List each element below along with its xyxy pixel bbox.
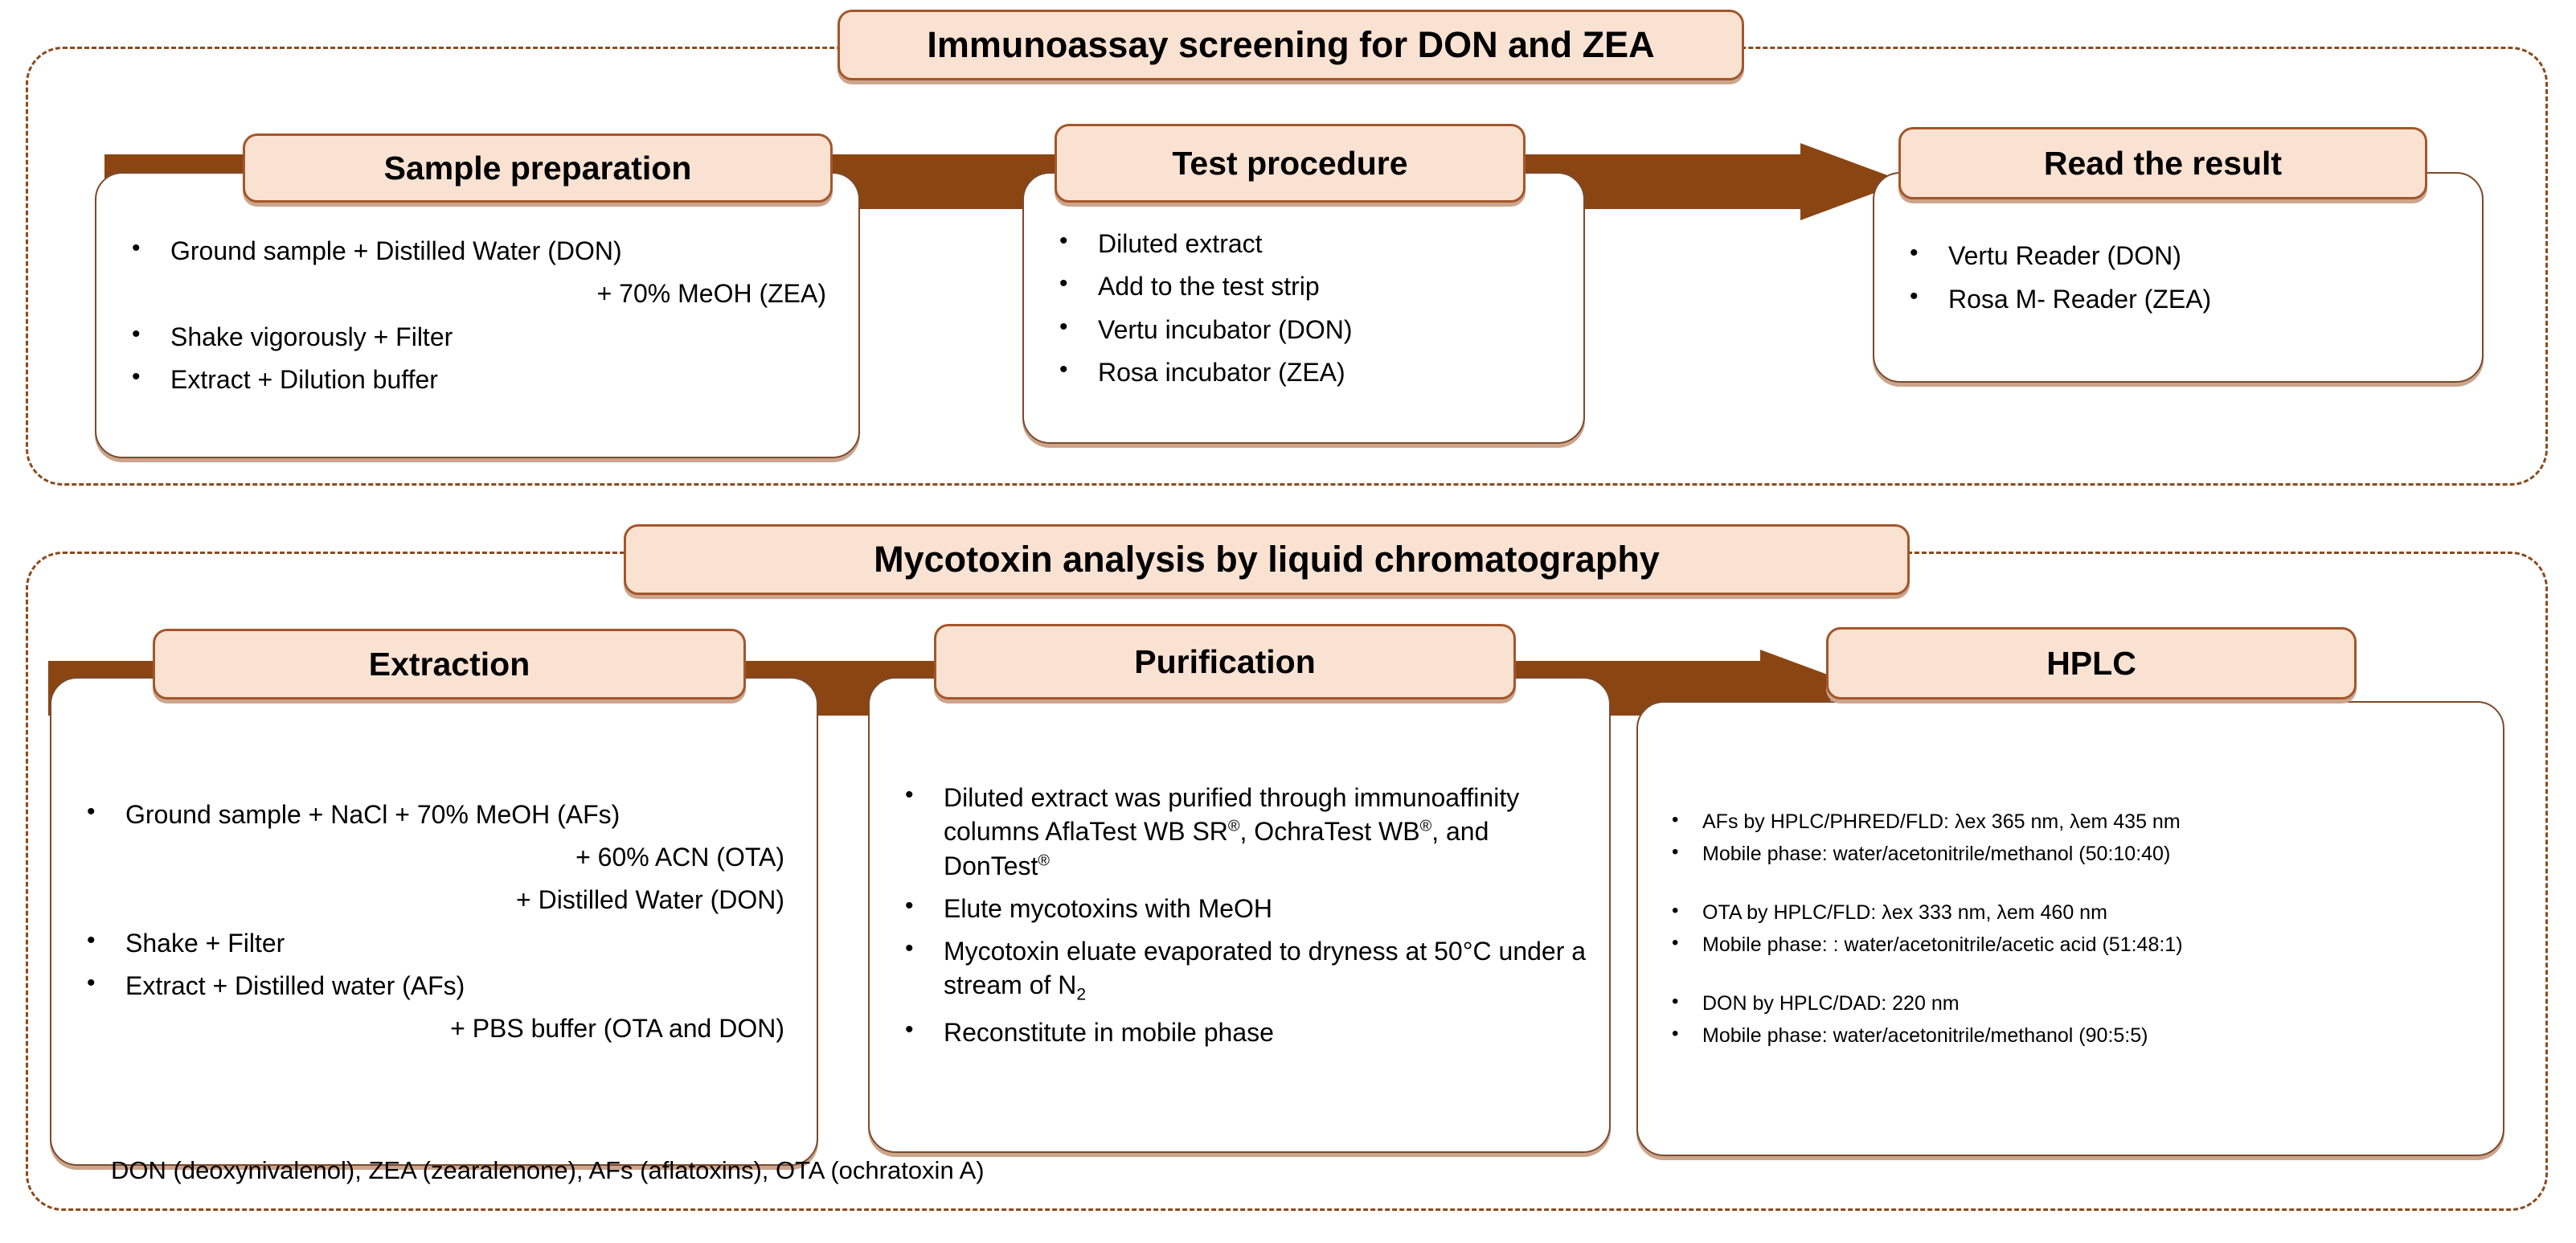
list-item: Diluted extract was purified through imm… (894, 779, 1588, 883)
bullet-list-extraction: Ground sample + NaCl + 70% MeOH (AFs) + … (51, 789, 817, 1054)
step-body-extraction: Ground sample + NaCl + 70% MeOH (AFs) + … (50, 677, 818, 1166)
bullet-list-purification: Diluted extract was purified through imm… (870, 772, 1609, 1058)
step-header-sample-preparation: Sample preparation (243, 133, 833, 203)
list-item: Shake + Filter (76, 924, 796, 960)
list-item: + 70% MeOH (ZEA) (596, 279, 826, 309)
list-item: Ground sample + NaCl + 70% MeOH (AFs) (76, 796, 796, 831)
list-item: Mobile phase: water/acetonitrile/methano… (1662, 1021, 2482, 1049)
step-body-read-the-result: Vertu Reader (DON) Rosa M- Reader (ZEA) (1873, 172, 2484, 383)
step-header-test-procedure: Test procedure (1055, 124, 1526, 203)
list-item: + 60% ACN (OTA) (575, 843, 784, 872)
step-body-sample-preparation: Ground sample + Distilled Water (DON) + … (95, 172, 860, 458)
list-item: Diluted extract (1048, 225, 1562, 260)
list-item: Rosa incubator (ZEA) (1048, 354, 1562, 389)
list-item: AFs by HPLC/PHRED/FLD: λex 365 nm, λem 4… (1662, 807, 2482, 835)
list-item: Mycotoxin eluate evaporated to dryness a… (894, 933, 1588, 1007)
list-item: Extract + Distilled water (AFs) (76, 967, 796, 1003)
list-item: Ground sample + Distilled Water (DON) (121, 232, 838, 268)
bullet-list-test-procedure: Diluted extract Add to the test strip Ve… (1024, 218, 1583, 398)
step-header-hplc: HPLC (1826, 627, 2357, 699)
list-item: Mobile phase: : water/acetonitrile/aceti… (1662, 930, 2482, 958)
list-item: Extract + Dilution buffer (121, 361, 838, 396)
list-item: Rosa M- Reader (ZEA) (1898, 280, 2461, 316)
panel-title-lc: Mycotoxin analysis by liquid chromatogra… (624, 524, 1910, 595)
step-body-purification: Diluted extract was purified through imm… (868, 677, 1611, 1153)
list-item: Reconstitute in mobile phase (894, 1014, 1588, 1049)
list-item: DON by HPLC/DAD: 220 nm (1662, 989, 2482, 1017)
list-item: + Distilled Water (DON) (516, 885, 784, 915)
list-item: Shake vigorously + Filter (121, 318, 838, 354)
list-item: + PBS buffer (OTA and DON) (450, 1013, 784, 1043)
list-spacer (1662, 964, 2482, 985)
panel-title-immunoassay: Immunoassay screening for DON and ZEA (838, 10, 1744, 80)
list-spacer (1662, 873, 2482, 894)
abbreviation-footnote: DON (deoxynivalenol), ZEA (zearalenone),… (111, 1156, 985, 1184)
list-item: Vertu incubator (DON) (1048, 310, 1562, 347)
list-item: OTA by HPLC/FLD: λex 333 nm, λem 460 nm (1662, 898, 2482, 926)
bullet-list-hplc: AFs by HPLC/PHRED/FLD: λex 365 nm, λem 4… (1638, 803, 2503, 1055)
step-header-read-the-result: Read the result (1898, 127, 2427, 199)
list-item: Elute mycotoxins with MeOH (894, 890, 1588, 925)
list-item: Vertu Reader (DON) (1898, 237, 2461, 273)
step-body-test-procedure: Diluted extract Add to the test strip Ve… (1022, 172, 1585, 444)
list-item: Add to the test strip (1048, 268, 1562, 303)
bullet-list-sample-preparation: Ground sample + Distilled Water (DON) + … (96, 225, 858, 405)
list-item: Mobile phase: water/acetonitrile/methano… (1662, 839, 2482, 868)
step-header-purification: Purification (934, 624, 1516, 699)
step-header-extraction: Extraction (153, 629, 746, 699)
bullet-list-read-the-result: Vertu Reader (DON) Rosa M- Reader (ZEA) (1874, 230, 2482, 324)
step-body-hplc: AFs by HPLC/PHRED/FLD: λex 365 nm, λem 4… (1636, 701, 2504, 1156)
